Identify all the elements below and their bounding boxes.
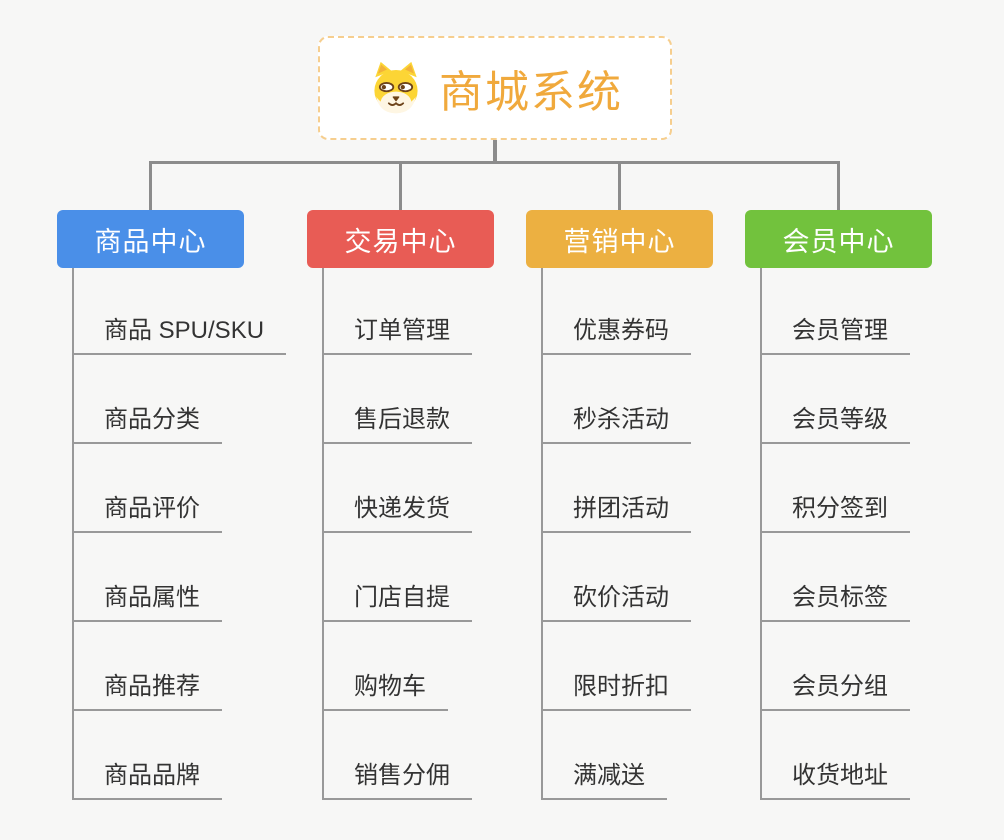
leaf-node-member-tag[interactable]: 会员标签 [762,533,910,622]
leaf-label: 会员标签 [762,577,910,622]
branch-children-member: 会员管理 会员等级 积分签到 会员标签 会员分组 收货地址 [760,268,910,800]
branch-header-trade-center[interactable]: 交易中心 [307,210,494,268]
root-title: 商城系统 [439,68,623,117]
leaf-label: 商品属性 [74,577,222,622]
leaf-node-coupon-code[interactable]: 优惠券码 [543,268,691,355]
leaf-label: 拼团活动 [543,488,691,533]
leaf-label: 门店自提 [324,577,472,622]
leaf-label: 会员分组 [762,666,910,711]
connector-drop-marketing [618,161,621,210]
leaf-label: 限时折扣 [543,666,691,711]
root-node[interactable]: 商城系统 [318,36,672,140]
connector-drop-member [837,161,840,210]
leaf-label: 售后退款 [324,399,472,444]
leaf-label: 快递发货 [324,488,472,533]
leaf-label: 销售分佣 [324,755,472,800]
branch-children-trade: 订单管理 售后退款 快递发货 门店自提 购物车 销售分佣 [322,268,472,800]
leaf-node-bargain-activity[interactable]: 砍价活动 [543,533,691,622]
connector-drop-product [149,161,152,210]
leaf-node-limited-time-discount[interactable]: 限时折扣 [543,622,691,711]
leaf-label: 会员等级 [762,399,910,444]
branch-children-product: 商品 SPU/SKU 商品分类 商品评价 商品属性 商品推荐 商品品牌 [72,268,287,800]
leaf-label: 秒杀活动 [543,399,691,444]
leaf-label: 商品品牌 [74,755,222,800]
leaf-node-after-sale-refund[interactable]: 售后退款 [324,355,472,444]
leaf-node-store-pickup[interactable]: 门店自提 [324,533,472,622]
connector-root-stem [493,140,497,164]
leaf-node-member-group[interactable]: 会员分组 [762,622,910,711]
leaf-node-group-buy[interactable]: 拼团活动 [543,444,691,533]
leaf-label: 砍价活动 [543,577,691,622]
leaf-label: 商品分类 [74,399,222,444]
leaf-node-shipping-address[interactable]: 收货地址 [762,711,910,800]
leaf-node-product-recommend[interactable]: 商品推荐 [74,622,286,711]
leaf-node-member-level[interactable]: 会员等级 [762,355,910,444]
leaf-node-product-attribute[interactable]: 商品属性 [74,533,286,622]
leaf-label: 购物车 [324,666,448,711]
leaf-node-sales-commission[interactable]: 销售分佣 [324,711,472,800]
branch-header-product-center[interactable]: 商品中心 [57,210,244,268]
leaf-node-product-review[interactable]: 商品评价 [74,444,286,533]
leaf-node-express-delivery[interactable]: 快递发货 [324,444,472,533]
leaf-node-product-spu-sku[interactable]: 商品 SPU/SKU [74,268,287,355]
branch-children-marketing: 优惠券码 秒杀活动 拼团活动 砍价活动 限时折扣 满减送 [541,268,691,800]
leaf-label: 积分签到 [762,488,910,533]
leaf-node-product-category[interactable]: 商品分类 [74,355,286,444]
dog-face-icon [374,61,418,114]
connector-drop-trade [399,161,402,210]
leaf-node-points-checkin[interactable]: 积分签到 [762,444,910,533]
leaf-node-full-reduction[interactable]: 满减送 [543,711,691,800]
leaf-label: 优惠券码 [543,310,691,355]
leaf-label: 收货地址 [762,755,910,800]
leaf-label: 商品评价 [74,488,222,533]
leaf-node-product-brand[interactable]: 商品品牌 [74,711,286,800]
leaf-label: 商品推荐 [74,666,222,711]
branch-header-member-center[interactable]: 会员中心 [745,210,932,268]
leaf-label: 商品 SPU/SKU [74,310,287,355]
leaf-label: 满减送 [543,755,667,800]
leaf-node-member-management[interactable]: 会员管理 [762,268,910,355]
leaf-node-flash-sale[interactable]: 秒杀活动 [543,355,691,444]
leaf-node-order-management[interactable]: 订单管理 [324,268,472,355]
leaf-label: 会员管理 [762,310,910,355]
branch-header-marketing-center[interactable]: 营销中心 [526,210,713,268]
connector-horizontal-bar [149,161,840,164]
leaf-label: 订单管理 [324,310,472,355]
leaf-node-shopping-cart[interactable]: 购物车 [324,622,472,711]
